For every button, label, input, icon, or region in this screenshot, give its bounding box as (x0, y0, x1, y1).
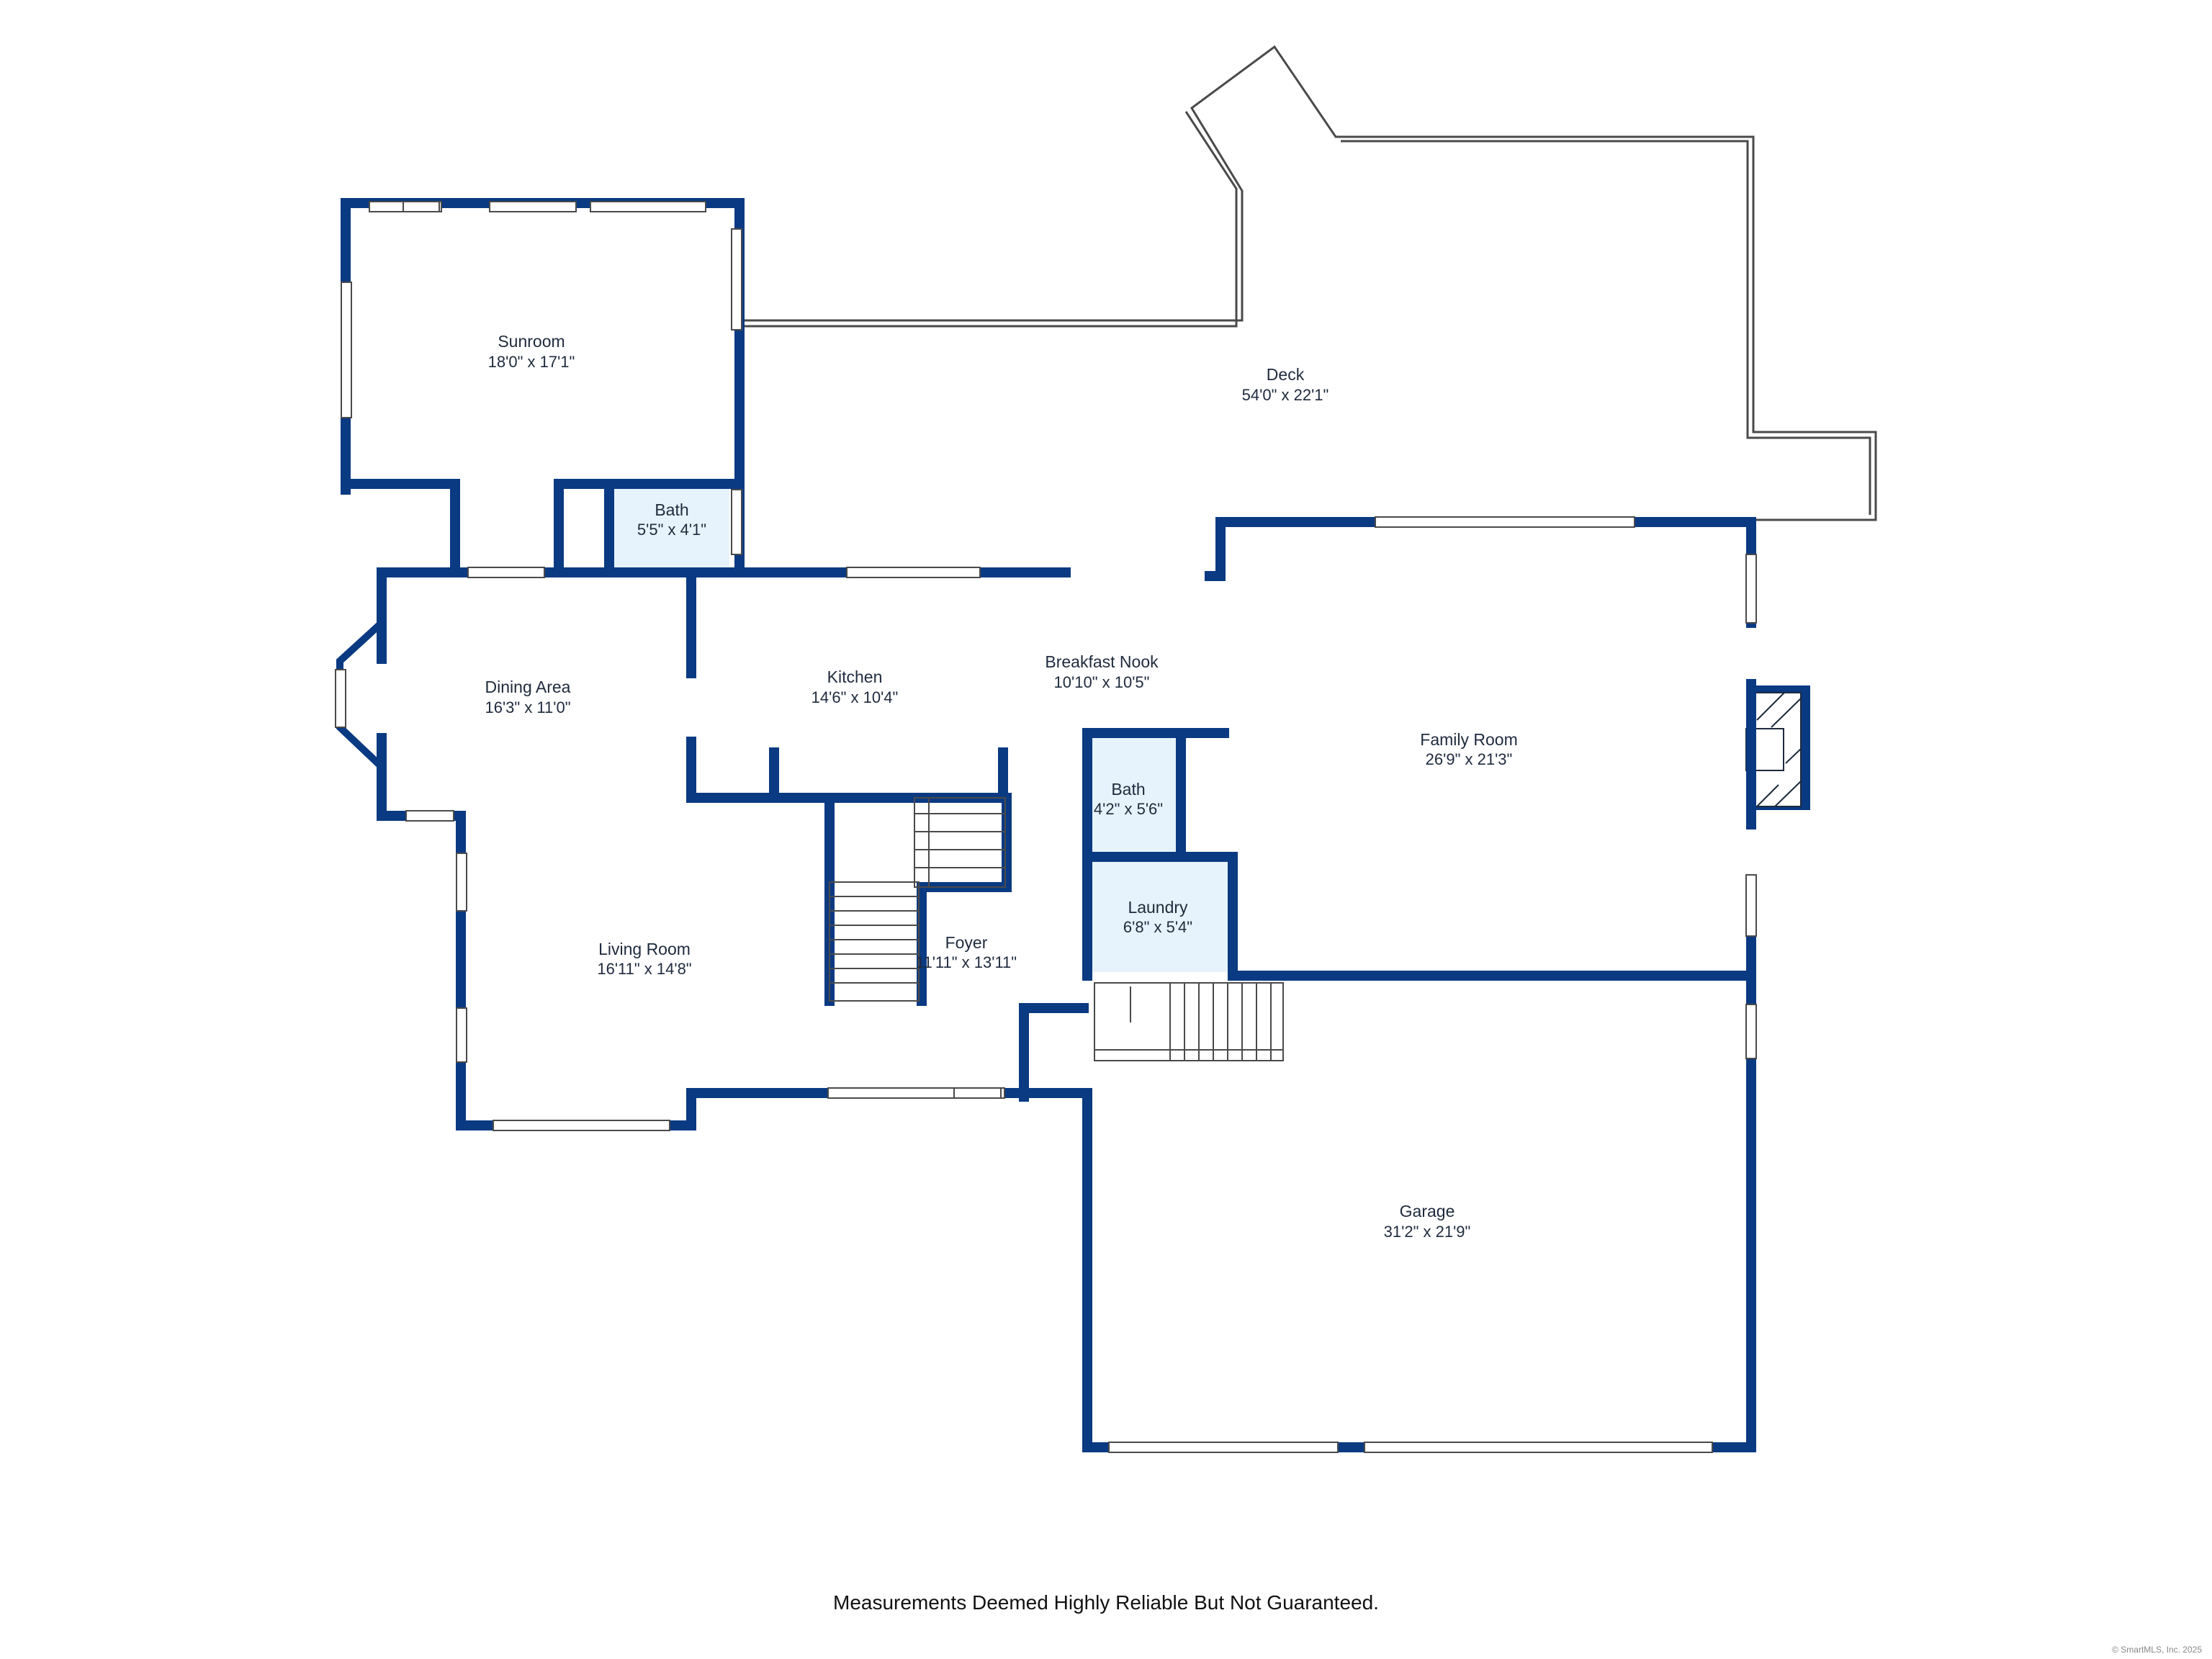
room-labels: Sunroom 18'0" x 17'1" Deck 54'0" x 22'1"… (485, 332, 1517, 1241)
room-name: Family Room (1420, 730, 1517, 749)
room-name: Bath (655, 500, 688, 519)
room-dims: 54'0" x 22'1" (1242, 386, 1329, 404)
room-name: Dining Area (485, 678, 571, 696)
room-name: Kitchen (827, 667, 883, 686)
label-bath-lower: Bath 4'2" x 5'6" (1094, 780, 1163, 818)
measurement-disclaimer: Measurements Deemed Highly Reliable But … (833, 1591, 1379, 1614)
room-dims: 5'5" x 4'1" (637, 521, 706, 539)
label-sunroom: Sunroom 18'0" x 17'1" (488, 332, 575, 371)
room-dims: 18'0" x 17'1" (488, 353, 575, 371)
windows (335, 201, 1757, 1453)
label-bath-upper: Bath 5'5" x 4'1" (637, 500, 706, 539)
room-dims: 11'11" x 13'11" (916, 953, 1017, 971)
room-name: Deck (1267, 365, 1305, 384)
walls (336, 198, 1756, 1452)
copyright-notice: © SmartMLS, Inc. 2025 (2112, 1645, 2202, 1655)
room-name: Bath (1111, 780, 1145, 799)
room-dims: 10'10" x 10'5" (1054, 673, 1150, 691)
room-dims: 16'11" x 14'8" (597, 960, 691, 978)
label-living-room: Living Room 16'11" x 14'8" (597, 940, 691, 978)
label-kitchen: Kitchen 14'6" x 10'4" (811, 667, 899, 706)
room-dims: 31'2" x 21'9" (1384, 1223, 1471, 1241)
label-dining-area: Dining Area 16'3" x 11'0" (485, 678, 570, 716)
label-garage: Garage 31'2" x 21'9" (1384, 1202, 1471, 1241)
room-name: Foyer (945, 933, 988, 952)
label-laundry: Laundry 6'8" x 5'4" (1123, 898, 1192, 936)
room-name: Living Room (598, 940, 691, 958)
room-name: Breakfast Nook (1045, 652, 1159, 671)
wet-room-fills (614, 486, 1228, 972)
deck-outline (734, 45, 1877, 521)
stairs (829, 797, 1284, 1061)
room-dims: 16'3" x 11'0" (485, 698, 570, 716)
room-dims: 4'2" x 5'6" (1094, 800, 1163, 818)
label-breakfast-nook: Breakfast Nook 10'10" x 10'5" (1045, 652, 1159, 691)
room-name: Garage (1400, 1202, 1455, 1220)
room-dims: 6'8" x 5'4" (1123, 918, 1192, 936)
room-dims: 14'6" x 10'4" (811, 688, 899, 706)
label-deck: Deck 54'0" x 22'1" (1242, 365, 1329, 404)
room-name: Sunroom (498, 332, 565, 351)
label-foyer: Foyer 11'11" x 13'11" (916, 933, 1017, 971)
label-family-room: Family Room 26'9" x 21'3" (1420, 730, 1517, 768)
room-name: Laundry (1128, 898, 1188, 917)
room-dims: 26'9" x 21'3" (1426, 750, 1513, 768)
